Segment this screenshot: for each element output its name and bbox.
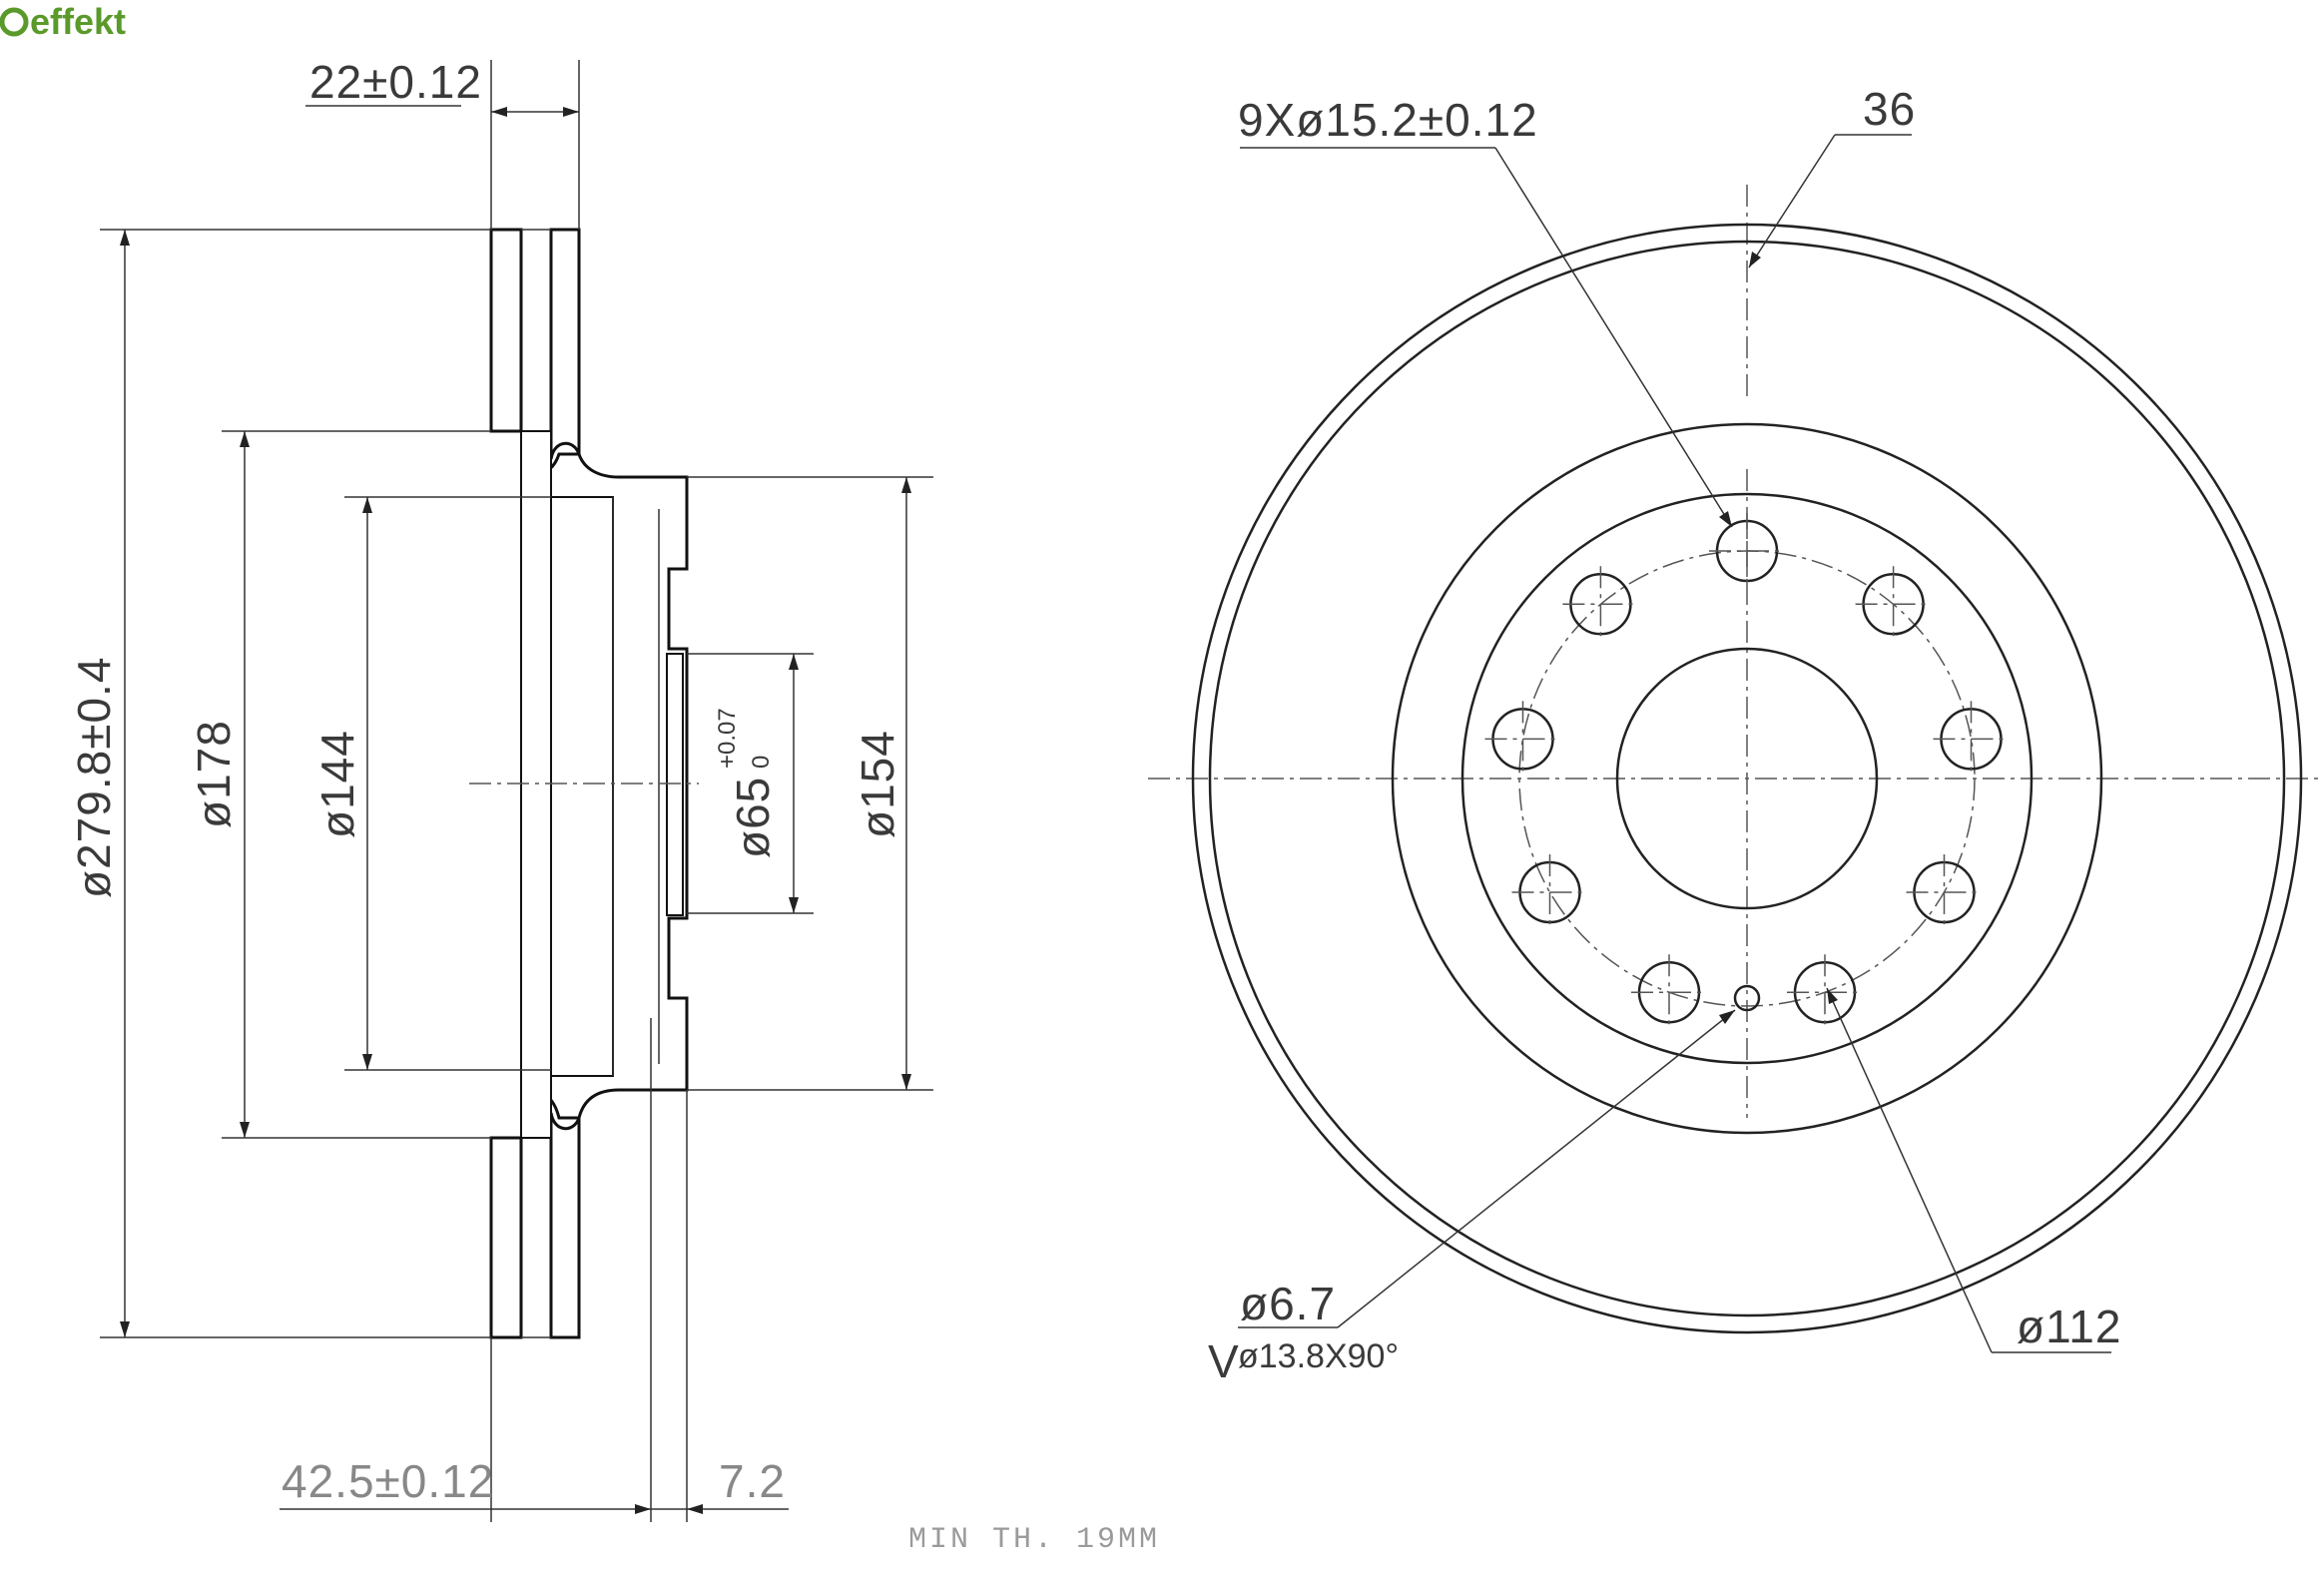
dim-height: 42.5±0.12: [280, 1018, 652, 1522]
disc-outer-chamfer: [1208, 240, 2286, 1317]
brand-name: effekt: [30, 1, 126, 42]
dim-hub-thickness: 7.2: [651, 1090, 789, 1522]
dim-pitch-circle-label: ø112: [2017, 1301, 2121, 1352]
dim-bolt-holes-label: 9Xø15.2±0.12: [1238, 94, 1538, 146]
dim-small-hole-label: ø6.7: [1240, 1278, 1336, 1329]
friction-plate-right: [549, 228, 581, 460]
locating-hole: [1733, 984, 1761, 1012]
dim-hub-thickness-label: 7.2: [719, 1455, 786, 1507]
dim-65-label: ø65: [727, 777, 779, 858]
dim-thickness: 22±0.12: [305, 56, 580, 230]
countersink-symbol: V: [1208, 1335, 1240, 1387]
logo-icon: [0, 7, 29, 37]
dim-pitch-circle: ø112: [1826, 987, 2121, 1353]
dim-65-tol-upper: +0.07: [714, 708, 741, 769]
front-view: 9Xø15.2±0.12 36 ø6.7 V ø13.8X90° ø112: [1148, 83, 2324, 1387]
dim-countersink-label: ø13.8X90°: [1238, 1337, 1399, 1375]
center-bore: [1615, 647, 1879, 910]
dim-144-label: ø144: [311, 730, 363, 838]
hat-edge: [1460, 492, 2034, 1065]
dim-65-tol-lower: 0: [748, 756, 775, 769]
side-section-view: 22±0.12 ø279.8±0.4 ø178 ø144: [68, 56, 933, 1522]
dim-height-label: 42.5±0.12: [282, 1455, 494, 1507]
friction-inner-edge: [1391, 422, 2103, 1135]
dim-outer-diameter: ø279.8±0.4: [68, 229, 491, 1338]
disc-outer-edge: [1191, 223, 2303, 1334]
dim-144: ø144: [311, 496, 551, 1071]
dim-65: ø65 +0.07 0: [687, 653, 814, 914]
dim-small-hole: ø6.7 V ø13.8X90°: [1208, 1009, 1736, 1387]
dim-angle: 36: [1748, 83, 1916, 268]
brand-logo: effekt: [0, 1, 126, 42]
dim-angle-label: 36: [1863, 83, 1916, 135]
friction-plate-left: [489, 228, 523, 433]
dim-178: ø178: [188, 430, 491, 1139]
dim-154: ø154: [687, 476, 933, 1091]
dim-154-label: ø154: [852, 730, 903, 838]
dim-178-label: ø178: [188, 720, 240, 828]
min-thickness-note: MIN TH. 19MM: [908, 1523, 1160, 1557]
dim-outer-diameter-label: ø279.8±0.4: [68, 657, 120, 898]
dim-bolt-holes: 9Xø15.2±0.12: [1238, 94, 1733, 528]
bolt-hole-group: [1484, 513, 2010, 1031]
dim-thickness-label: 22±0.12: [309, 56, 482, 108]
